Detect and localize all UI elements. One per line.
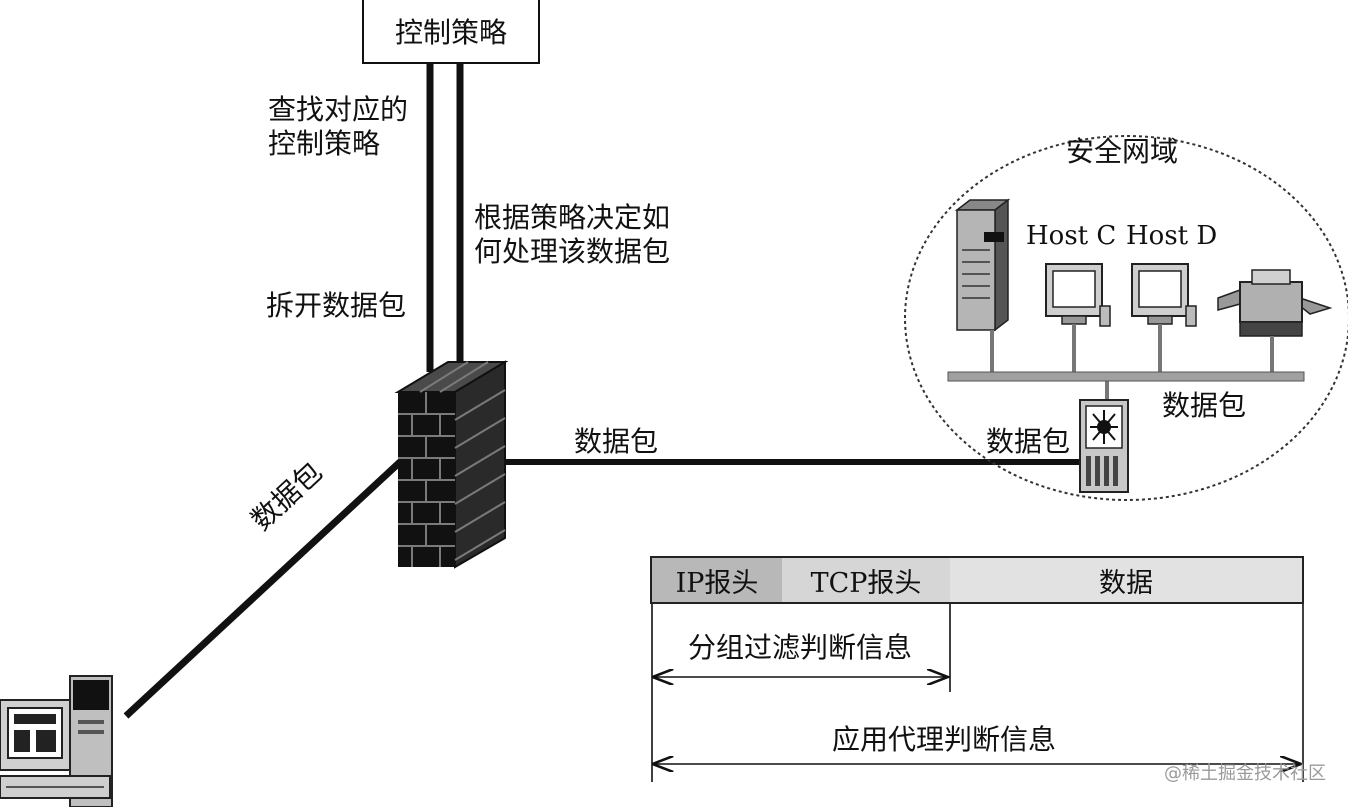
client-computer-icon (0, 675, 113, 807)
server-icon (954, 198, 1011, 332)
packet-label-firewall-link: 数据包 (574, 425, 659, 458)
proxy-info-label: 应用代理判断信息 (832, 723, 1057, 756)
host-d-label: Host D (1126, 221, 1218, 251)
decide-policy-label-line1: 根据策略决定如 (474, 201, 671, 234)
watermark: @稀土掘金技术社区 (1164, 763, 1326, 784)
ip-header-field: IP报头 (650, 556, 784, 604)
client-link (123, 459, 403, 719)
filter-info-label: 分组过滤判断信息 (688, 631, 913, 664)
lookup-policy-label-line1: 查找对应的 (268, 93, 409, 126)
packet-label-gateway: 数据包 (986, 425, 1071, 458)
host-c-label: Host C (1026, 221, 1117, 251)
packet-label-lan: 数据包 (1162, 389, 1247, 422)
secure-zone-title: 安全网域 (1066, 135, 1179, 168)
lan-bus (947, 371, 1305, 382)
unpack-packet-label: 拆开数据包 (266, 289, 407, 322)
host-d-computer-icon (1131, 263, 1197, 327)
printer-icon (1217, 269, 1333, 337)
decide-policy-label-line2: 何处理该数据包 (474, 235, 671, 268)
control-policy-box: 控制策略 (362, 0, 540, 64)
host-c-computer-icon (1045, 263, 1111, 327)
data-field: 数据 (950, 556, 1304, 604)
lookup-policy-label-line2: 控制策略 (268, 127, 381, 160)
gateway-icon (1079, 399, 1129, 493)
firewall-icon (394, 360, 509, 569)
tcp-header-field: TCP报头 (782, 556, 952, 604)
